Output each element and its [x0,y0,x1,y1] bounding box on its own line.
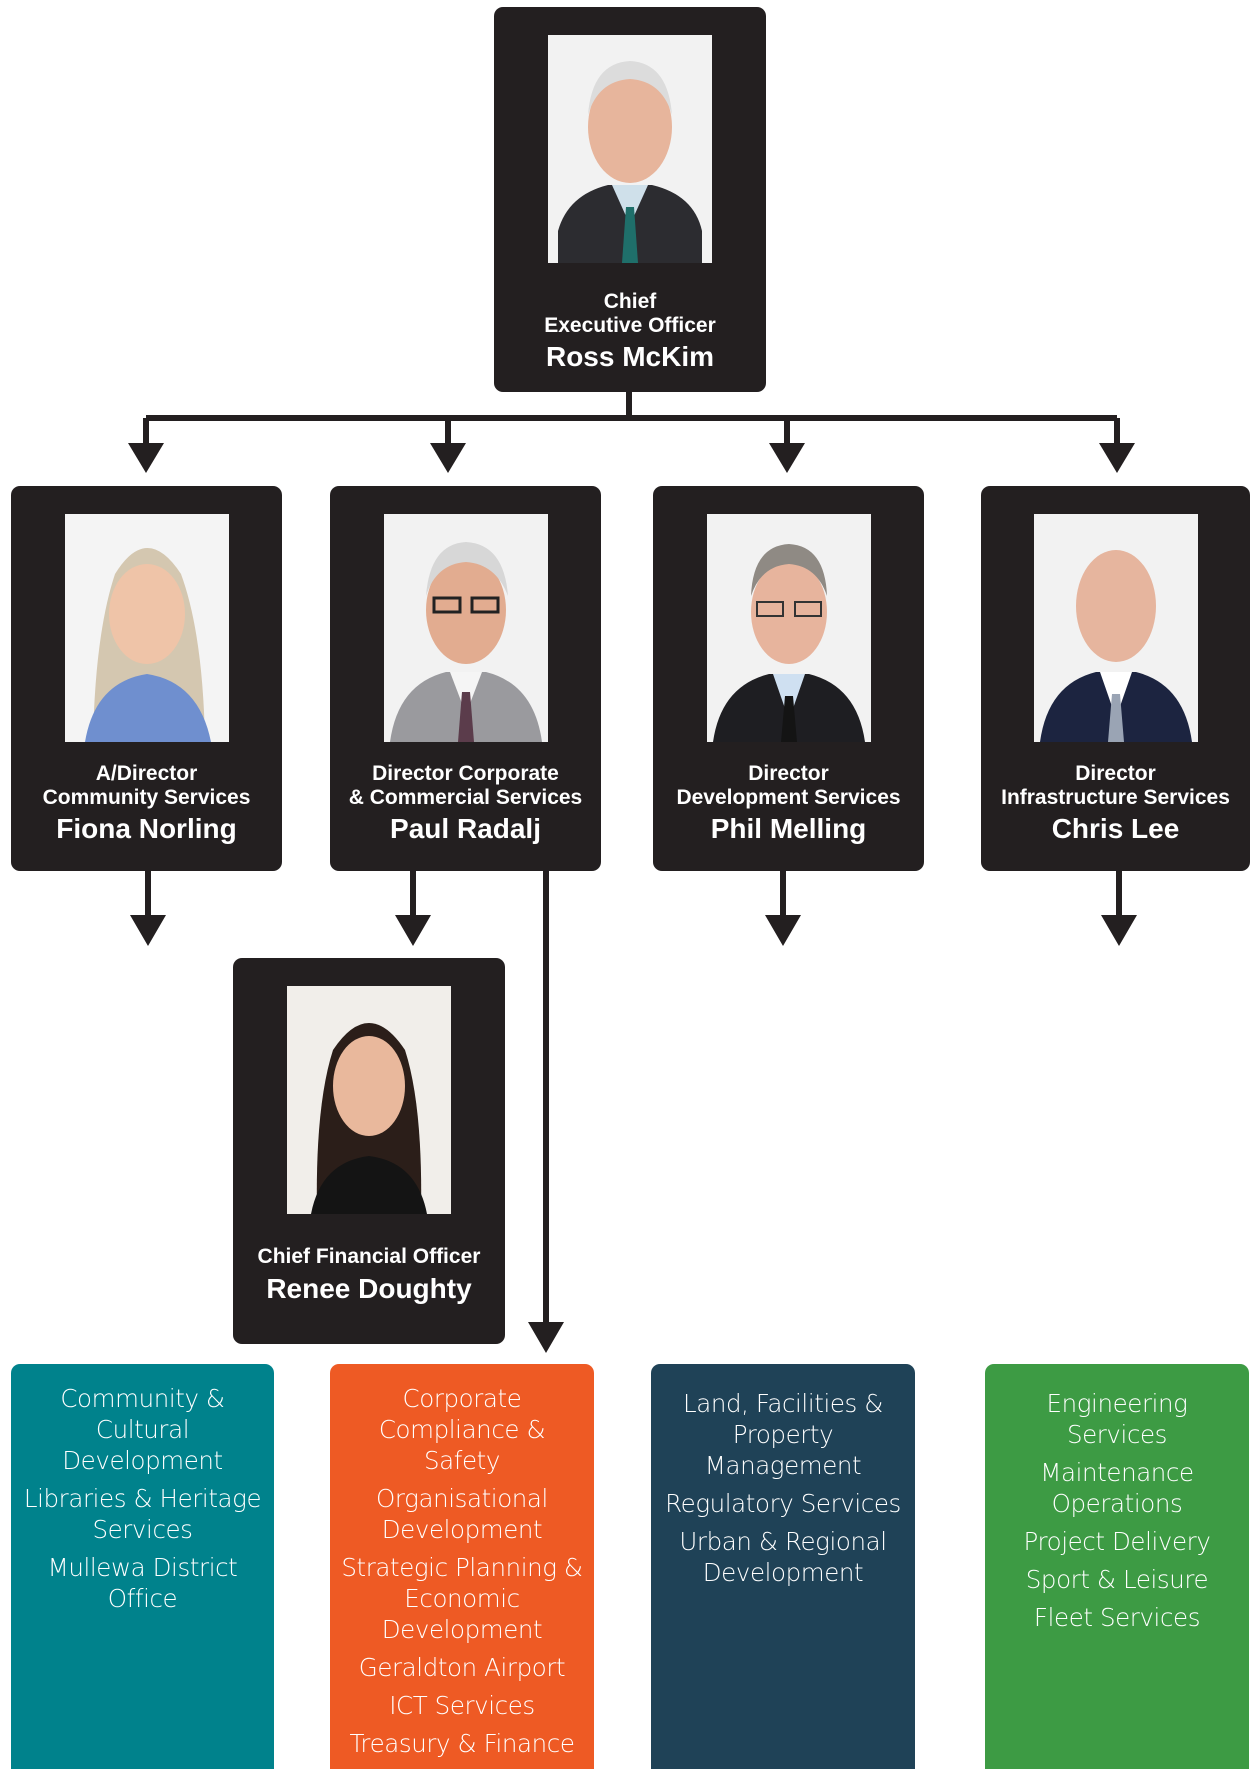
department-unit: ICT Services [389,1691,535,1720]
director-photo [1033,514,1198,742]
director-name: Phil Melling [710,813,867,844]
department-unit: Geraldton Airport [358,1653,566,1682]
arrow-head [130,915,166,946]
department-unit: Engineering Services [1046,1389,1188,1449]
ceo-card: Chief Executive Officer Ross McKim [494,7,766,392]
department-unit: Libraries & Heritage Services [23,1484,262,1544]
director-role: Director Corporate & Commercial Services [348,762,583,809]
director-card-infrastructure: Director Infrastructure Services Chris L… [981,486,1250,871]
department-unit: Strategic Planning & Economic Developmen… [341,1553,583,1644]
cfo-role: Chief Financial Officer [257,1245,481,1268]
arrow-head [769,443,805,473]
director-role: Director Development Services [676,762,901,809]
department-unit: Urban & Regional Development [679,1527,887,1587]
arrow-head [1101,915,1137,946]
ceo-name: Ross McKim [545,341,715,372]
department-unit: Fleet Services [1033,1603,1201,1632]
director-name: Paul Radalj [390,813,541,844]
director-card-corporate: Director Corporate & Commercial Services… [330,486,601,871]
department-unit: IBIS [340,1766,584,1769]
director-name: Fiona Norling [56,813,237,844]
director-name: Chris Lee [1051,813,1180,844]
cfo-name: Renee Doughty [266,1273,472,1304]
department-unit: Corporate Compliance & Safety [378,1384,546,1475]
department-unit: Mullewa District Office [47,1553,238,1613]
director-role: Director Infrastructure Services [1001,762,1230,809]
director-card-community: A/Director Community Services Fiona Norl… [11,486,282,871]
ceo-photo [548,35,712,263]
arrow-head [528,1322,564,1353]
department-unit: Community & Cultural Development [60,1384,225,1475]
department-unit: Project Delivery [1023,1527,1211,1556]
department-unit: Organisational Development [376,1484,548,1544]
arrow-head [1099,443,1135,473]
director-card-development: Director Development Services Phil Melli… [653,486,924,871]
cfo-photo [287,986,451,1214]
department-unit: Land, Facilities & Property Management [682,1389,883,1480]
arrow-head [395,915,431,946]
director-photo [383,514,548,742]
director-photo [706,514,871,742]
arrow-head [765,915,801,946]
ceo-role: Chief Executive Officer [544,290,716,337]
director-photo [64,514,229,742]
arrow-head [128,443,164,473]
department-unit: Treasury & Finance [349,1729,575,1758]
department-unit: Regulatory Services [665,1489,901,1518]
arrow-head [430,443,466,473]
department-unit: Sport & Leisure [1025,1565,1209,1594]
cfo-card: Chief Financial Officer Renee Doughty [233,958,505,1344]
department-unit: Maintenance Operations [1040,1458,1194,1518]
director-role: A/Director Community Services [42,762,251,809]
